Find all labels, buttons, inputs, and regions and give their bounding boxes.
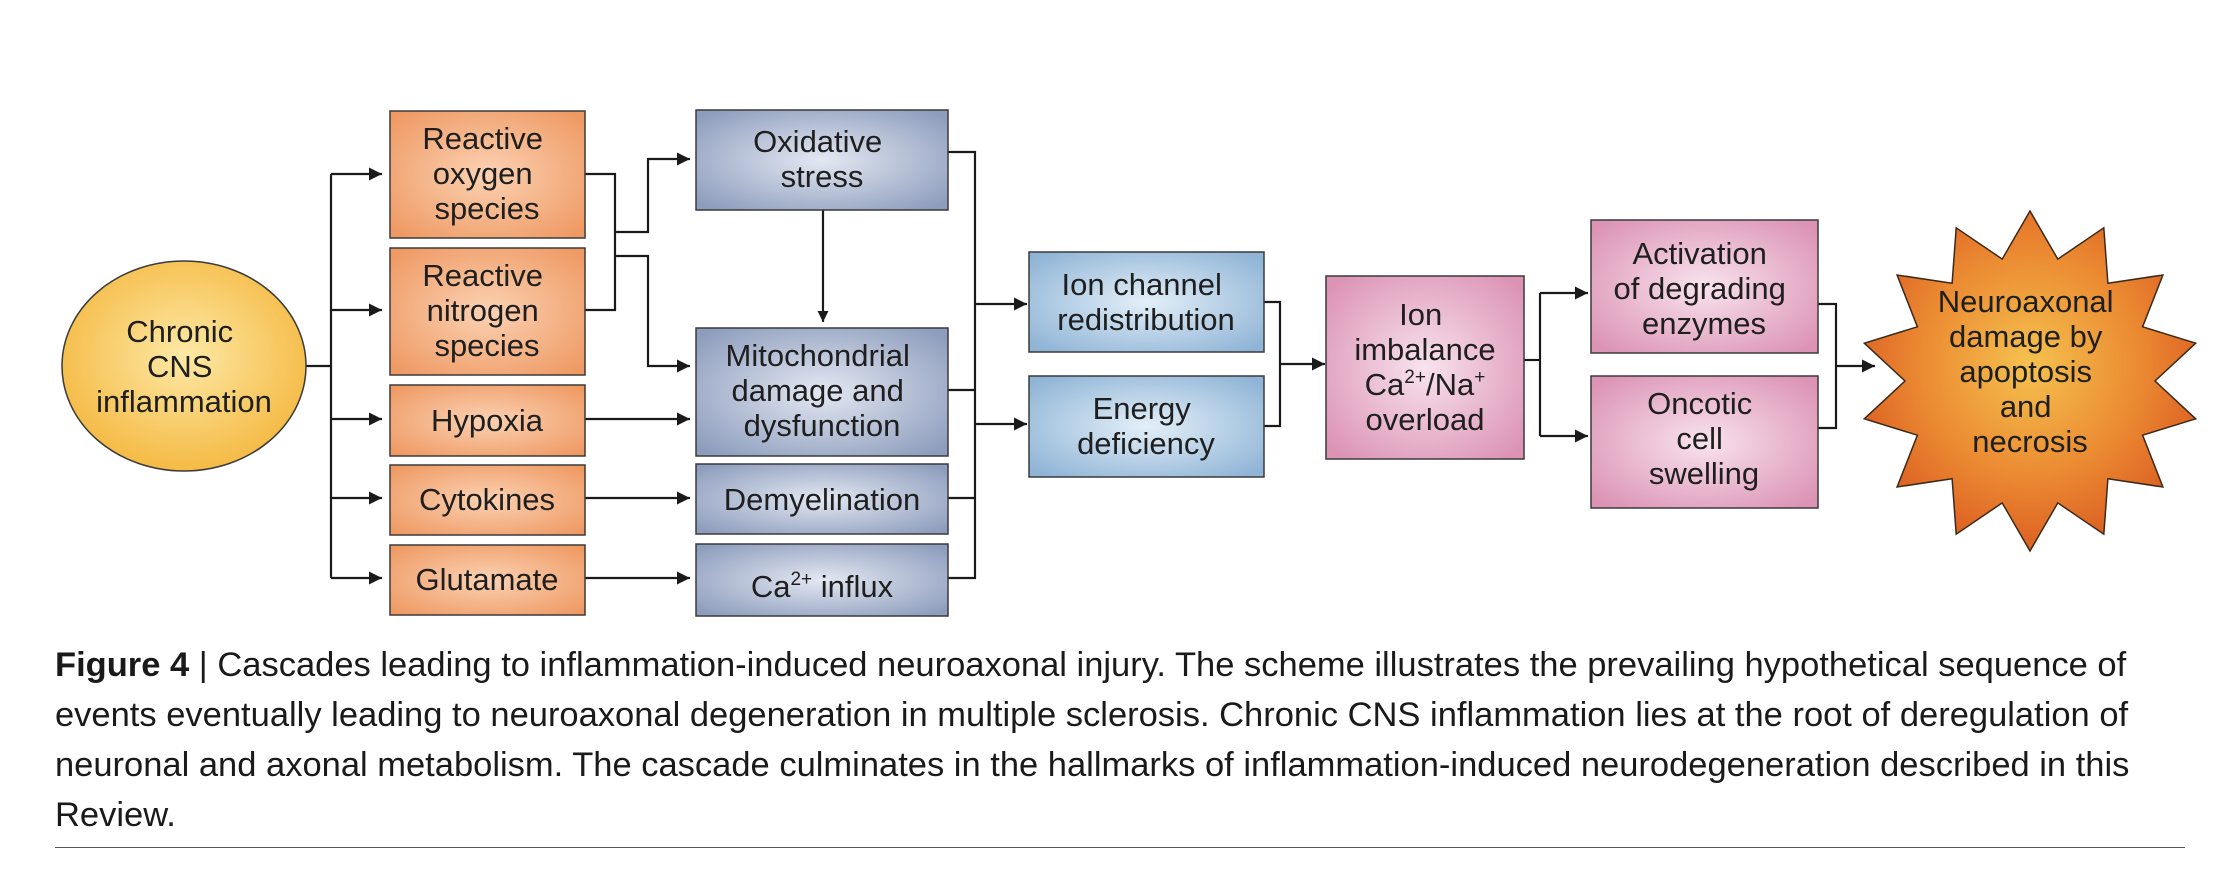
svg-text:Activation of degrading: Activation of degrading enzymes	[1614, 236, 1795, 341]
node-demyelination: Demyelination	[695, 463, 949, 535]
mito-line-2: damage and	[732, 373, 904, 408]
ros-line-3: species	[434, 191, 539, 226]
edge-act-onc-collect	[1818, 302, 1838, 430]
ca-influx-label: Ca2+ influx	[751, 569, 894, 604]
chronic-line-3: inflammation	[96, 384, 272, 419]
activation-line-3: enzymes	[1642, 306, 1766, 341]
svg-text:Mitochondrial damage and: Mitochondrial damage and dysfunction	[726, 338, 919, 443]
ion-imbalance-line-4: overload	[1366, 402, 1485, 437]
ion-channel-line-2: redistribution	[1057, 302, 1234, 337]
svg-text:Chronic CNS inflam: Chronic CNS inflammation	[96, 314, 272, 419]
svg-text:Oxidative stress: Oxidative stress	[753, 124, 891, 194]
oncotic-line-3: swelling	[1649, 456, 1759, 491]
caption-text: Cascades leading to inflammation-induced…	[55, 646, 2130, 834]
node-ion-imbalance: Ion imbalance Ca2+/Na+ overload	[1325, 275, 1525, 460]
oxidative-line-1: Oxidative	[753, 124, 882, 159]
node-energy-deficiency: Energy deficiency	[1028, 375, 1265, 478]
edge-to-oxidative	[615, 152, 690, 234]
chronic-line-2: CNS	[147, 349, 212, 384]
ros-line-1: Reactive	[422, 121, 543, 156]
svg-text:Ion channel redistributi: Ion channel redistribution	[1057, 267, 1234, 337]
neuroaxonal-line-2: damage by	[1949, 319, 2103, 354]
node-glutamate: Glutamate	[389, 544, 586, 616]
node-activation-of-degrading-enzymes: Activation of degrading enzymes	[1590, 219, 1819, 354]
node-cytokines: Cytokines	[389, 464, 586, 536]
demyelination-label: Demyelination	[724, 482, 920, 517]
energy-line-1: Energy	[1093, 391, 1192, 426]
ros-line-2: oxygen	[433, 156, 533, 191]
connectors	[306, 150, 1875, 585]
starburst-shape	[1862, 209, 2198, 553]
neuroaxonal-line-1: Neuroaxonal	[1938, 284, 2114, 319]
svg-text:Reactive nitrogen: Reactive nitrogen species	[422, 258, 551, 363]
neuroaxonal-line-5: necrosis	[1972, 424, 2087, 459]
rns-line-3: species	[434, 328, 539, 363]
edge-mech-collect	[948, 150, 977, 580]
node-neuroaxonal-damage: Neuroaxonal damage by apoptosis and necr…	[1862, 209, 2198, 553]
svg-text:Reactive oxygen sp: Reactive oxygen species	[422, 121, 551, 226]
node-oncotic-cell-swelling: Oncotic cell swelling	[1590, 375, 1819, 509]
glutamate-label: Glutamate	[415, 562, 558, 597]
cascade-diagram: Chronic CNS inflammation Reactive oxygen…	[61, 109, 2198, 617]
edge-ros-out	[585, 172, 617, 312]
caption-figure-label: Figure 4	[55, 646, 190, 684]
rns-line-1: Reactive	[422, 258, 543, 293]
svg-text:Ion imbalance: Ion imbalance	[1354, 297, 1495, 367]
node-reactive-nitrogen-species: Reactive nitrogen species	[389, 247, 586, 376]
ion-imbalance-line-3: Ca2+/Na+	[1365, 367, 1486, 402]
svg-text:Neuroaxonal damage by: Neuroaxonal damage by apoptosis and necr…	[1938, 284, 2122, 459]
neuroaxonal-line-3: apoptosis	[1959, 354, 2092, 389]
figure-caption: Figure 4 | Cascades leading to inflammat…	[55, 640, 2175, 840]
svg-text:Oncotic cell swell: Oncotic cell swelling	[1647, 386, 1761, 491]
ion-imbalance-line-2: imbalance	[1354, 332, 1495, 367]
oncotic-line-2: cell	[1676, 421, 1723, 456]
node-ion-channel-redistribution: Ion channel redistribution	[1028, 251, 1265, 353]
mito-line-3: dysfunction	[744, 408, 901, 443]
oxidative-line-2: stress	[781, 159, 864, 194]
energy-line-2: deficiency	[1077, 426, 1215, 461]
ion-imbalance-line-1: Ion	[1399, 297, 1442, 332]
node-hypoxia: Hypoxia	[389, 384, 586, 457]
cytokines-label: Cytokines	[419, 482, 555, 517]
oncotic-line-1: Oncotic	[1647, 386, 1752, 421]
activation-line-1: Activation	[1632, 236, 1766, 271]
node-ca-influx: Ca2+ influx	[695, 543, 949, 617]
edge-ionchan-energy-collect	[1264, 300, 1282, 428]
hypoxia-label: Hypoxia	[431, 403, 544, 438]
node-chronic-cns-inflammation: Chronic CNS inflammation	[61, 260, 307, 472]
caption-separator: |	[189, 646, 218, 684]
rns-line-2: nitrogen	[427, 293, 539, 328]
activation-line-2: of degrading	[1614, 271, 1786, 306]
svg-text:Energy deficiency: Energy deficiency	[1077, 391, 1215, 461]
chronic-line-1: Chronic	[126, 314, 233, 349]
ion-channel-line-1: Ion channel	[1062, 267, 1222, 302]
edge-to-mito	[615, 254, 690, 373]
mito-line-1: Mitochondrial	[726, 338, 910, 373]
node-oxidative-stress: Oxidative stress	[695, 109, 949, 211]
node-mitochondrial-damage: Mitochondrial damage and dysfunction	[695, 327, 949, 457]
caption-divider	[55, 847, 2185, 848]
neuroaxonal-line-4: and	[2000, 389, 2052, 424]
node-reactive-oxygen-species: Reactive oxygen species	[389, 110, 586, 239]
